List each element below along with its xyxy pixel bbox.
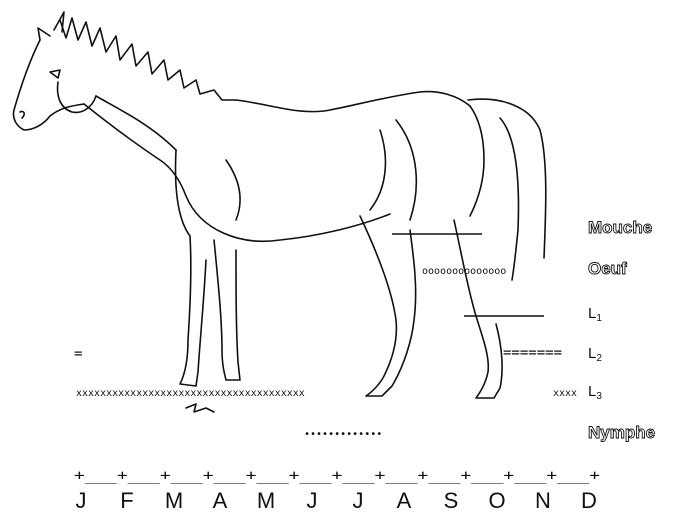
label-oeuf: Oeuf <box>588 259 627 278</box>
horse-flank <box>370 120 416 220</box>
label-l1: L1 <box>588 305 602 324</box>
month-label: J <box>353 488 364 513</box>
label-l2-main: L <box>588 345 596 362</box>
label-l2: L2 <box>588 345 602 364</box>
nymphe-marks: ••••••••••••• <box>304 429 382 440</box>
oeuf-marks: oooooooooooooo <box>422 266 506 277</box>
month-label: J <box>307 488 318 513</box>
horse-front-leg-right <box>214 240 240 380</box>
horse-eye <box>50 70 60 78</box>
month-label: A <box>397 488 412 513</box>
month-label: S <box>444 488 459 513</box>
label-mouche: Mouche <box>588 218 652 237</box>
month-label: M <box>165 488 183 513</box>
month-label: D <box>581 488 597 513</box>
month-label: J <box>76 488 87 513</box>
horse-chest <box>176 150 190 236</box>
horse-illustration <box>13 12 545 412</box>
label-l2-sub: 2 <box>596 353 602 364</box>
horse-belly <box>186 196 390 241</box>
horse-front-leg-left <box>180 236 206 386</box>
label-l1-sub: 1 <box>596 313 602 324</box>
month-label: F <box>120 488 133 513</box>
horse-rump <box>470 106 484 216</box>
month-label: M <box>257 488 275 513</box>
horse-hind-leg-right <box>454 220 502 398</box>
month-timeline: +___+___+___+___+___+___+___+___+___+___… <box>74 468 600 484</box>
label-l3-main: L <box>588 383 596 400</box>
l3-long-marks: xxxxxxxxxxxxxxxxxxxxxxxxxxxxxxxxxxxxxx <box>76 388 305 399</box>
horse-shoulder <box>226 160 240 220</box>
month-labels: J F M A M J J A S O N D <box>76 488 597 513</box>
label-l3: L3 <box>588 383 602 402</box>
month-label: A <box>213 488 228 513</box>
horse-ears <box>38 12 64 40</box>
month-label: N <box>535 488 551 513</box>
horse-mane <box>60 18 236 100</box>
label-nymphe: Nymphe <box>588 423 655 442</box>
horse-nostril <box>20 111 24 118</box>
horse-hind-leg-left <box>360 216 416 396</box>
l3-short-marks: xxxx <box>553 388 577 399</box>
l2-marks: ======= <box>503 345 562 361</box>
horse-hoof-mark <box>186 404 214 412</box>
horse-back <box>236 92 470 112</box>
eq-left-mark: = <box>74 346 82 362</box>
label-l3-sub: 3 <box>596 391 602 402</box>
month-label: O <box>488 488 505 513</box>
label-l1-main: L <box>588 305 596 322</box>
